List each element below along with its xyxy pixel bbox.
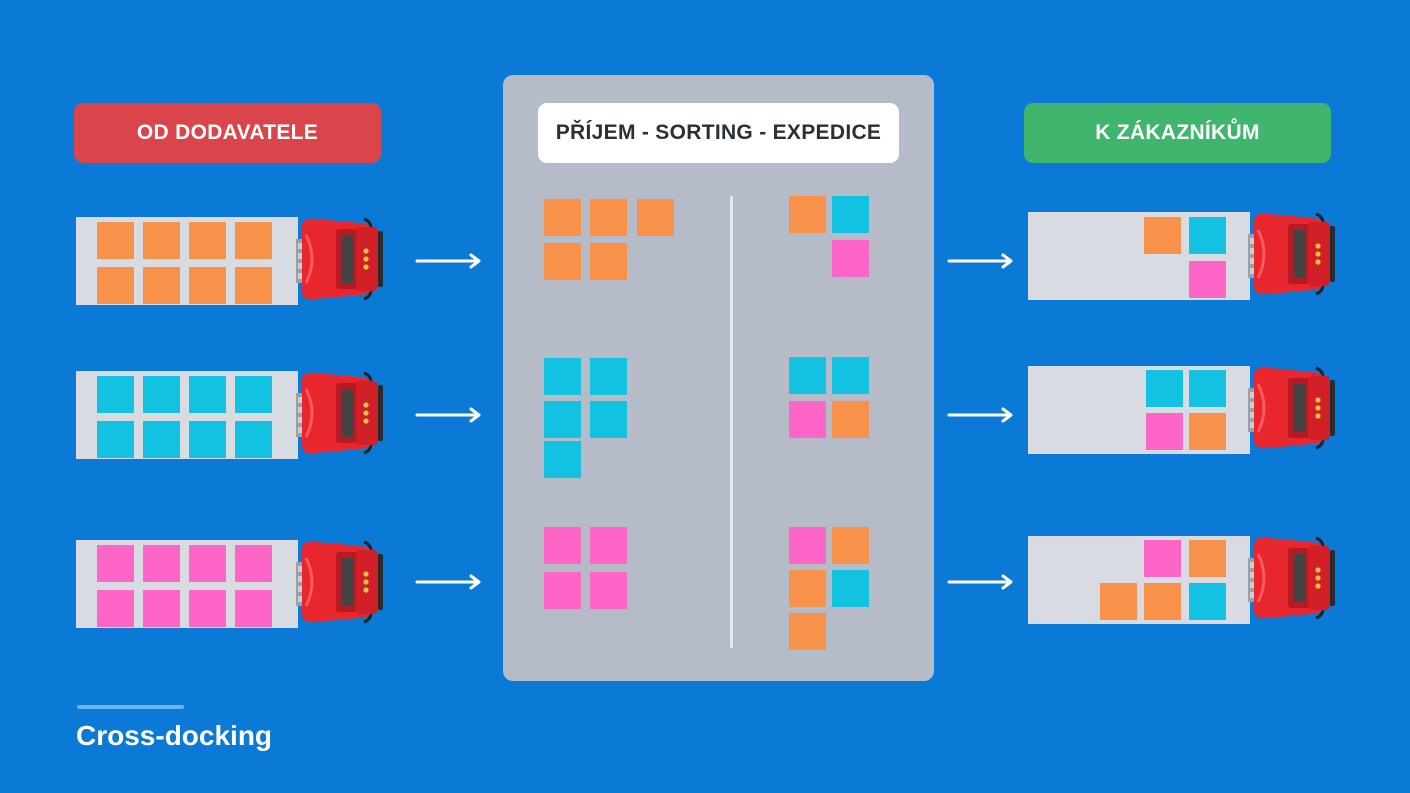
inbound-cargo-box <box>189 590 226 627</box>
hub-label: PŘÍJEM - SORTING - EXPEDICE <box>538 103 899 163</box>
truck-cab-icon <box>1250 358 1342 458</box>
receiving-box <box>590 527 627 564</box>
inbound-cargo-box <box>143 267 180 304</box>
arrow-inbound-3 <box>415 573 485 591</box>
inbound-cargo-box <box>235 222 272 259</box>
inbound-cargo-box <box>143 421 180 458</box>
outbound-cargo-box <box>1144 540 1181 577</box>
arrow-outbound-3 <box>947 573 1017 591</box>
truck-cab-icon <box>1250 204 1342 304</box>
caption: Cross-docking <box>76 720 273 751</box>
outbound-cargo-box <box>1144 217 1181 254</box>
dispatch-box <box>789 196 826 233</box>
receiving-box <box>590 572 627 609</box>
inbound-cargo-box <box>97 267 134 304</box>
inbound-cargo-box <box>143 376 180 413</box>
outbound-cargo-box <box>1189 217 1226 254</box>
inbound-cargo-box <box>235 545 272 582</box>
inbound-cargo-box <box>235 421 272 458</box>
outbound-cargo-box <box>1144 583 1181 620</box>
receiving-box <box>544 401 581 438</box>
dispatch-box <box>789 527 826 564</box>
truck-cab-icon <box>298 532 390 632</box>
inbound-cargo-box <box>143 590 180 627</box>
inbound-cargo-box <box>235 590 272 627</box>
receiving-box <box>590 243 627 280</box>
dispatch-box <box>832 570 869 607</box>
receiving-box <box>544 199 581 236</box>
truck-cab-icon <box>1250 528 1342 628</box>
outbound-cargo-box <box>1189 261 1226 298</box>
inbound-cargo-box <box>143 545 180 582</box>
inbound-cargo-box <box>97 222 134 259</box>
receiving-box <box>590 401 627 438</box>
outbound-cargo-box <box>1100 583 1137 620</box>
arrow-outbound-1 <box>947 252 1017 270</box>
dispatch-box <box>832 196 869 233</box>
dispatch-box <box>789 357 826 394</box>
outbound-cargo-box <box>1189 370 1226 407</box>
inbound-cargo-box <box>189 376 226 413</box>
receiving-box <box>637 199 674 236</box>
receiving-box <box>544 527 581 564</box>
inbound-cargo-box <box>97 545 134 582</box>
receiving-box <box>544 572 581 609</box>
dispatch-box <box>789 613 826 650</box>
inbound-cargo-box <box>97 376 134 413</box>
outbound-cargo-box <box>1189 413 1226 450</box>
inbound-cargo-box <box>189 545 226 582</box>
inbound-cargo-box <box>143 222 180 259</box>
outbound-cargo-box <box>1189 583 1226 620</box>
truck-cab-icon <box>298 209 390 309</box>
outbound-truck-3 <box>1028 528 1343 628</box>
outbound-cargo-box <box>1146 370 1183 407</box>
inbound-cargo-box <box>189 222 226 259</box>
outbound-cargo-box <box>1146 413 1183 450</box>
dispatch-box <box>832 357 869 394</box>
dispatch-box <box>789 401 826 438</box>
arrow-inbound-1 <box>415 252 485 270</box>
dispatch-box <box>832 401 869 438</box>
inbound-cargo-box <box>235 267 272 304</box>
dispatch-box <box>789 570 826 607</box>
receiving-box <box>544 358 581 395</box>
inbound-cargo-box <box>189 421 226 458</box>
dispatch-box <box>832 240 869 277</box>
dispatch-box <box>832 527 869 564</box>
outbound-truck-1 <box>1028 204 1343 304</box>
inbound-cargo-box <box>97 421 134 458</box>
receiving-box <box>544 243 581 280</box>
customers-label: K ZÁKAZNÍKŮM <box>1024 103 1331 163</box>
arrow-inbound-2 <box>415 406 485 424</box>
receiving-box <box>544 441 581 478</box>
outbound-cargo-box <box>1189 540 1226 577</box>
receiving-box <box>590 199 627 236</box>
supplier-label: OD DODAVATELE <box>74 103 381 163</box>
inbound-cargo-box <box>235 376 272 413</box>
arrow-outbound-2 <box>947 406 1017 424</box>
caption-underline <box>77 705 184 709</box>
inbound-cargo-box <box>189 267 226 304</box>
outbound-truck-2 <box>1028 358 1343 458</box>
inbound-cargo-box <box>97 590 134 627</box>
hub-divider <box>730 196 733 648</box>
truck-cab-icon <box>298 363 390 463</box>
receiving-box <box>590 358 627 395</box>
